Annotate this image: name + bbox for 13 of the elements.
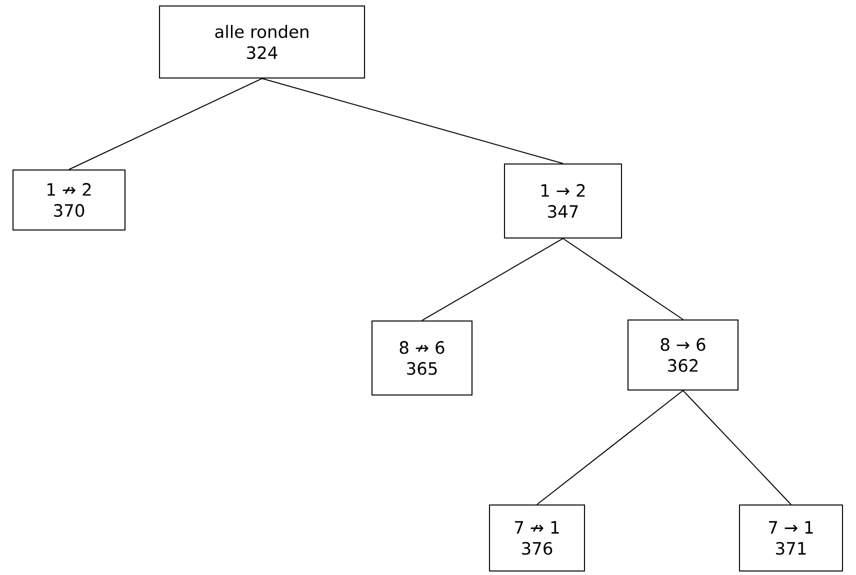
connector-line xyxy=(68,78,262,170)
tree-box: 1 ↛ 2 370 xyxy=(12,170,126,230)
tree-box: 1 → 2 347 xyxy=(504,164,622,238)
connector-line xyxy=(562,238,684,320)
connector-line xyxy=(682,390,792,505)
connector-line xyxy=(422,238,564,321)
tree-box: 7 ↛ 1 376 xyxy=(489,504,585,572)
tree-box: alle ronden 324 xyxy=(159,6,365,78)
connector-line xyxy=(262,78,564,164)
tree-box: 7 → 1 371 xyxy=(739,504,843,572)
tree-box: 8 ↛ 6 365 xyxy=(372,320,472,396)
connector-line xyxy=(536,390,684,505)
tree-box: 8 → 6 362 xyxy=(628,320,738,390)
